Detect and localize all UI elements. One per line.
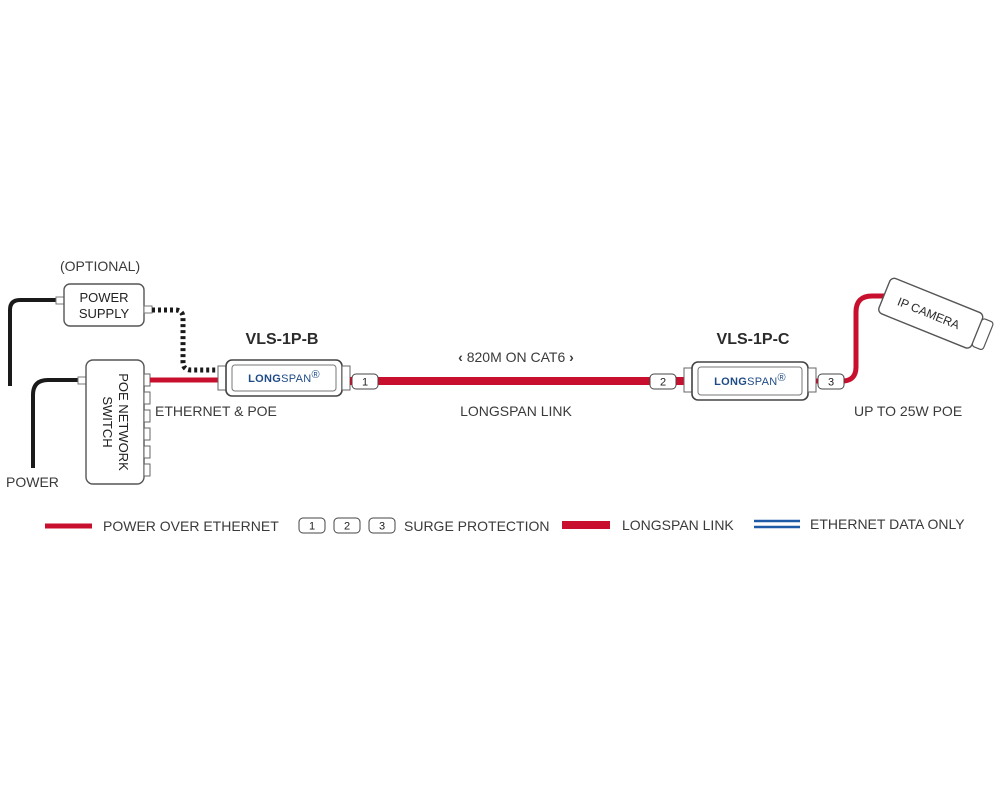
power-supply-dc-cable (152, 307, 222, 373)
legend-surge-badge-3 (368, 517, 396, 534)
switch-port (143, 373, 151, 387)
extender-left-port-in (217, 365, 227, 391)
ip-camera-lens-hood (971, 318, 994, 351)
extender-right-port-out (807, 367, 817, 393)
extender-right-model: VLS-1P-C (717, 331, 790, 348)
surge-badge-3 (817, 373, 845, 390)
switch-port (143, 391, 151, 405)
surge-badge-1 (351, 373, 379, 390)
power-supply-plug-right (143, 305, 153, 314)
legend-poe-label: POWER OVER ETHERNET (103, 518, 279, 534)
legend-surge-badge-1 (298, 517, 326, 534)
brand-span: SPAN (281, 373, 311, 385)
optional-label: (OPTIONAL) (60, 258, 140, 274)
surge-badge-2 (649, 373, 677, 390)
surge-badge-1-label: 1 (362, 377, 368, 389)
power-supply-mains-cable (8, 298, 60, 386)
switch-mains-cable (31, 378, 78, 468)
poe-cable-right (816, 293, 884, 384)
link-distance: ‹ 820M ON CAT6 › (458, 349, 574, 365)
poe-switch-line2: SWITCH (100, 396, 115, 447)
chevron-left-icon: ‹ (458, 349, 463, 365)
segment-label-right: UP TO 25W POE (854, 403, 962, 419)
power-supply-line1: POWER (79, 290, 128, 305)
chevron-right-icon: › (569, 349, 574, 365)
extender-right-face (697, 366, 803, 396)
poe-switch-line1: POE NETWORK (116, 373, 131, 471)
power-supply-plug-left (55, 296, 65, 305)
legend-ethernet-label: ETHERNET DATA ONLY (810, 516, 965, 532)
extender-left-port-out (341, 365, 351, 391)
switch-port (143, 445, 151, 459)
ip-camera: IP CAMERA (878, 277, 994, 351)
surge-badge-2-label: 2 (660, 377, 666, 389)
legend-surge-label: SURGE PROTECTION (404, 518, 549, 534)
brand-reg: ® (311, 369, 319, 381)
switch-port (143, 409, 151, 423)
extender-left-brand: LONGSPAN® (248, 369, 320, 385)
brand-long: LONG (714, 376, 747, 388)
brand-long: LONG (248, 373, 281, 385)
switch-port (143, 427, 151, 441)
legend-surge-badge-3-label: 3 (379, 521, 385, 533)
extender-right-port-in (683, 367, 693, 393)
legend-longspan-label: LONGSPAN LINK (622, 517, 734, 533)
legend-surge-badge-2-label: 2 (344, 521, 350, 533)
segment-label-left: ETHERNET & POE (155, 403, 277, 419)
brand-reg: ® (777, 372, 785, 384)
power-supply-box (63, 283, 145, 327)
segment-label-mid: LONGSPAN LINK (460, 403, 572, 419)
link-distance-text: 820M ON CAT6 (467, 349, 566, 365)
power-supply-line2: SUPPLY (79, 306, 130, 321)
extender-right-brand: LONGSPAN® (714, 372, 786, 388)
switch-port (143, 463, 151, 477)
extender-left-face (231, 364, 337, 392)
extender-left-model: VLS-1P-B (246, 331, 319, 348)
power-label: POWER (6, 474, 59, 490)
surge-badge-3-label: 3 (828, 377, 834, 389)
brand-span: SPAN (747, 376, 777, 388)
switch-plug-left (77, 376, 87, 385)
legend-surge-badge-1-label: 1 (309, 521, 315, 533)
legend-surge-badge-2 (333, 517, 361, 534)
